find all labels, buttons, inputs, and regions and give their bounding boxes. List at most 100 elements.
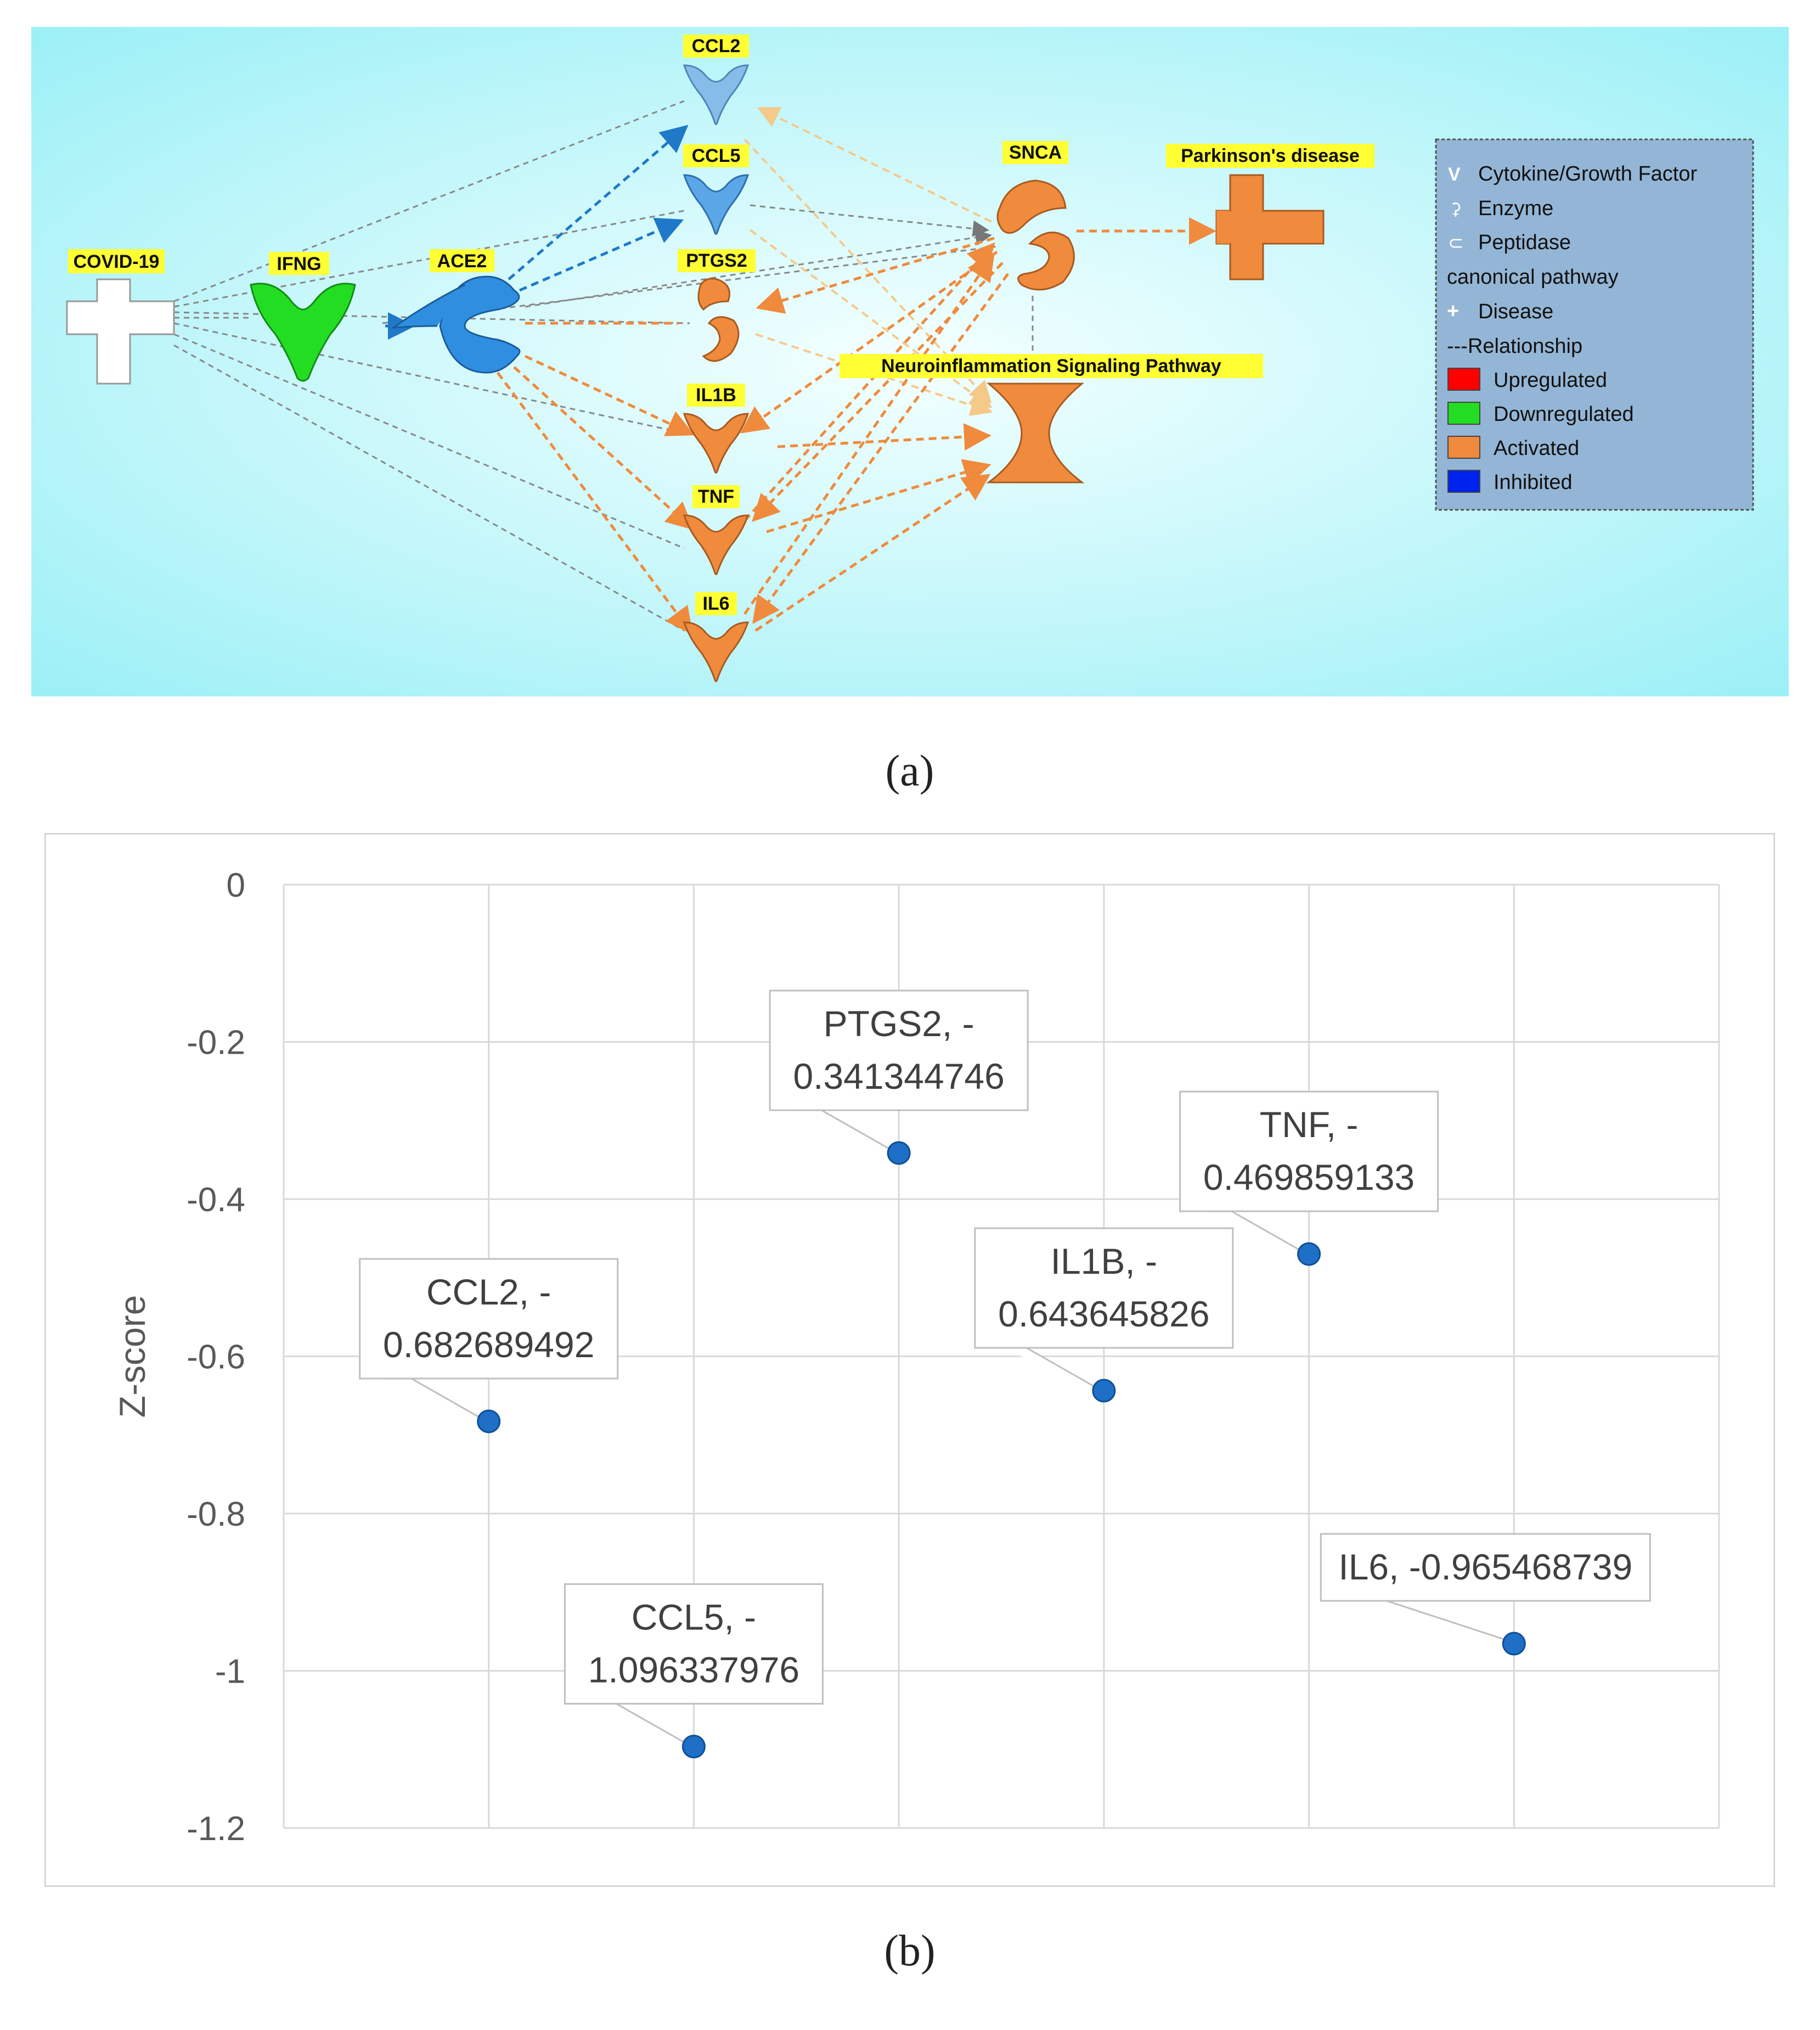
legend-relationship-label: ---Relationship [1447, 335, 1582, 358]
legend-enzyme-label: Enzyme [1478, 197, 1553, 220]
ace2-label-bg [430, 249, 494, 272]
legend-disease-label: Disease [1478, 300, 1553, 323]
legend: V Cytokine/Growth Factor ⚳ Enzyme ⊂ Pept… [1435, 138, 1754, 511]
callout-box [974, 1227, 1234, 1349]
callout-box [359, 1258, 619, 1380]
neuroinflammation-node: Neuroinflammation Signaling Pathway [839, 354, 1263, 483]
legend-downregulated-swatch [1447, 402, 1480, 425]
y-axis-label: Z-score [112, 1295, 153, 1418]
y-tick-label: -1 [215, 1653, 245, 1691]
ifng-node: IFNG [250, 252, 356, 382]
data-label: PTGS2, - [824, 1003, 974, 1044]
blue-edges [385, 125, 689, 340]
il6-label: IL6 [702, 593, 729, 614]
tnf-node: TNF [683, 485, 750, 575]
callout-box [564, 1583, 824, 1705]
ifng-label: IFNG [277, 254, 321, 274]
legend-cytokine-icon: V [1448, 164, 1461, 185]
data-point-group: IL6, -0.965468739 [1320, 1533, 1651, 1656]
scatter-point [887, 1141, 911, 1165]
legend-inhibited-swatch [1447, 470, 1480, 493]
snca-node: SNCA [996, 141, 1075, 291]
tnf-label: TNF [698, 486, 734, 507]
parkinsons-label: Parkinson's disease [1181, 145, 1360, 166]
data-label: 1.096337976 [588, 1650, 799, 1690]
tnf-label-bg [692, 485, 740, 508]
zscore-scatter-chart: 0 -0.2 -0.4 -0.6 -0.8 -1 -1.2 Z-score CCL2, - 0… [44, 833, 1775, 1887]
y-tick-label: -1.2 [187, 1810, 245, 1848]
legend-canonical-label: canonical pathway [1447, 266, 1619, 289]
snca-label: SNCA [1009, 142, 1062, 163]
neuroinflammation-label-bg [839, 354, 1263, 378]
ccl2-node: CCL2 [683, 35, 750, 125]
callout-box [1320, 1533, 1651, 1602]
data-label: 0.682689492 [383, 1324, 594, 1365]
ifng-label-bg [269, 252, 329, 275]
callout-box [769, 989, 1029, 1111]
caption-b: (b) [884, 1927, 936, 1975]
y-tick-label: 0 [227, 867, 245, 904]
covid-19-label: COVID-19 [74, 251, 160, 272]
covid-19-node: COVID-19 [66, 249, 175, 385]
il1b-label-bg [687, 384, 745, 407]
ace2-node: ACE2 [390, 249, 521, 374]
il1b-node: IL1B [683, 384, 750, 474]
legend-disease-icon: + [1447, 300, 1459, 323]
scatter-point [1092, 1379, 1116, 1403]
orange-edges [496, 217, 1216, 636]
legend-cytokine-label: Cytokine/Growth Factor [1478, 162, 1697, 185]
data-point-group: TNF, - 0.469859133 [1179, 1090, 1439, 1266]
covid-19-label-bg [68, 249, 165, 273]
ptgs2-node: PTGS2 [678, 249, 756, 362]
legend-peptidase-icon: ⊂ [1448, 233, 1464, 254]
data-point-group: IL1B, - 0.643645826 [974, 1227, 1234, 1403]
caption-a: (a) [885, 747, 934, 795]
y-tick-labels: 0 -0.2 -0.4 -0.6 -0.8 -1 -1.2 [187, 867, 245, 1848]
callout-box [1179, 1090, 1439, 1212]
data-point-group: CCL2, - 0.682689492 [359, 1258, 619, 1433]
data-label: IL1B, - [1051, 1241, 1157, 1281]
network-diagram: COVID-19 IFNG ACE2 CCL2 CCL5 PTGS2 IL1B [31, 27, 1789, 696]
neuroinflammation-label: Neuroinflammation Signaling Pathway [881, 356, 1221, 376]
scatter-point [1502, 1632, 1526, 1656]
legend-inhibited-label: Inhibited [1494, 471, 1573, 494]
ccl5-label: CCL5 [692, 145, 741, 166]
data-label: TNF, - [1260, 1104, 1359, 1145]
data-label: 0.643645826 [998, 1294, 1209, 1334]
legend-enzyme-icon: ⚳ [1450, 200, 1462, 218]
legend-activated-label: Activated [1494, 437, 1579, 460]
y-tick-label: -0.4 [187, 1181, 245, 1219]
il1b-label: IL1B [696, 385, 736, 406]
ccl2-label-bg [683, 35, 749, 58]
legend-downregulated-label: Downregulated [1494, 403, 1634, 426]
il6-label-bg [695, 592, 737, 615]
parkinsons-node: Parkinson's disease [1166, 144, 1374, 280]
data-label: 0.341344746 [793, 1056, 1004, 1096]
y-tick-label: -0.2 [187, 1024, 245, 1062]
ccl5-label-bg [683, 144, 749, 167]
y-tick-label: -0.8 [187, 1495, 245, 1533]
data-label: CCL2, - [426, 1272, 551, 1312]
legend-upregulated-label: Upregulated [1494, 369, 1607, 392]
data-label: 0.469859133 [1203, 1157, 1415, 1197]
il6-node: IL6 [683, 592, 750, 682]
legend-upregulated-swatch [1447, 368, 1480, 391]
scatter-point [477, 1409, 501, 1433]
ptgs2-label-bg [678, 249, 756, 272]
data-point-group: CCL5, - 1.096337976 [564, 1583, 824, 1759]
data-label: IL6, -0.965468739 [1338, 1547, 1632, 1587]
legend-activated-swatch [1447, 436, 1480, 459]
ptgs2-label: PTGS2 [686, 250, 747, 271]
ccl5-node: CCL5 [683, 144, 750, 235]
legend-peptidase-label: Peptidase [1478, 231, 1571, 254]
data-label: CCL5, - [632, 1597, 756, 1638]
snca-label-bg [1002, 141, 1068, 164]
ccl2-label: CCL2 [692, 36, 741, 57]
scatter-point [681, 1735, 706, 1759]
parkinsons-label-bg [1166, 144, 1374, 168]
scatter-point [1297, 1242, 1321, 1266]
ace2-label: ACE2 [437, 251, 487, 272]
data-point-group: PTGS2, - 0.341344746 [769, 989, 1029, 1165]
y-tick-label: -0.6 [187, 1339, 245, 1376]
